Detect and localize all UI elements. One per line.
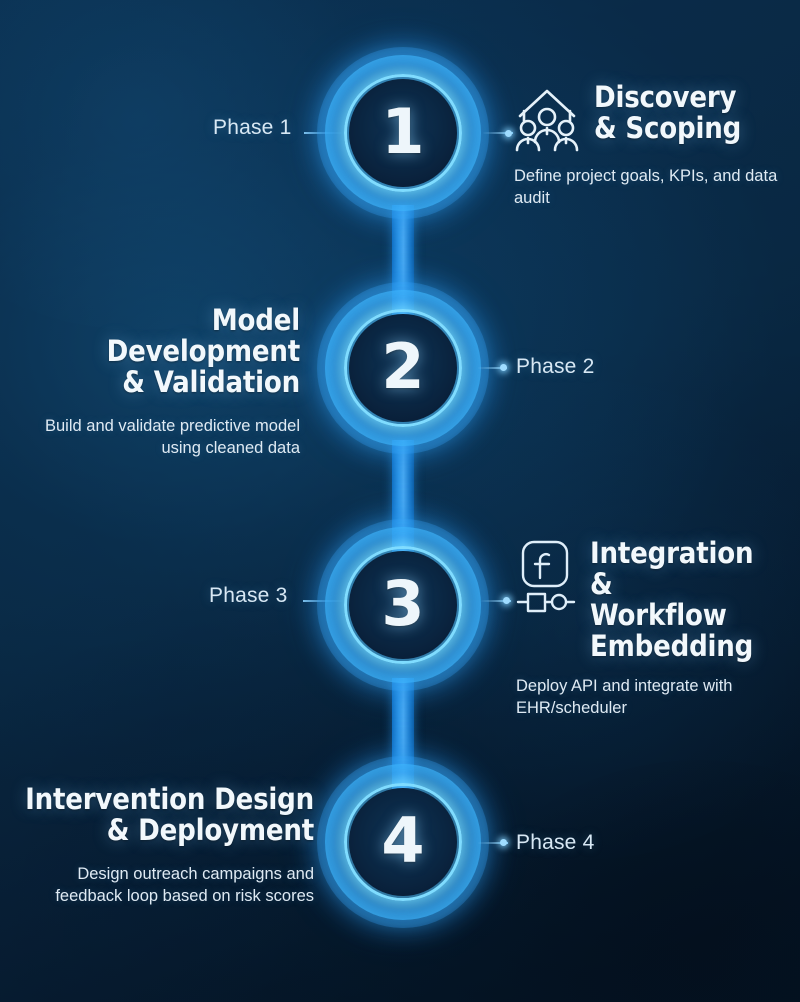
phase-title-line-3: Embedding (590, 629, 754, 664)
phase-content-1: Discovery & Scoping Define project goals… (514, 80, 786, 210)
phase-content-3: Integration & Workflow Embedding Deploy … (516, 536, 784, 720)
connector-phase-4 (478, 842, 508, 844)
connector-phase-1 (304, 132, 342, 134)
phase-description-4: Design outreach campaigns and feedback l… (55, 865, 314, 905)
phase-title-line-1: Intervention Design (25, 782, 314, 816)
phase-title-line-1: Integration & (590, 536, 754, 602)
phase-label-4: Phase 4 (516, 831, 595, 854)
phase-title-line-2: & Validation (122, 365, 300, 400)
node-core: 3 (349, 551, 457, 659)
node-number: 3 (381, 567, 425, 640)
connector-dot-4 (500, 839, 507, 846)
connector-dot-1 (505, 130, 512, 137)
connector-phase-3 (303, 600, 343, 602)
node-core: 1 (349, 79, 457, 187)
phase-description-3: Deploy API and integrate with EHR/schedu… (516, 677, 733, 717)
phase-node-3[interactable]: 3 (317, 519, 489, 691)
node-number: 4 (381, 804, 425, 877)
node-bright-ring (344, 309, 462, 427)
node-core: 2 (349, 314, 457, 422)
phase-title-1: Discovery & Scoping (594, 80, 742, 146)
phase-description-1: Define project goals, KPIs, and data aud… (514, 167, 778, 207)
node-bright-ring (344, 783, 462, 901)
node-bright-ring (344, 74, 462, 192)
phase-label-1: Phase 1 (213, 116, 292, 139)
node-core: 4 (349, 788, 457, 896)
phase-content-4: Intervention Design & Deployment Design … (18, 782, 314, 908)
phase-label-3: Phase 3 (209, 584, 288, 607)
phase-description-2: Build and validate predictive model usin… (45, 417, 300, 457)
connector-content-1 (483, 132, 513, 134)
phase-title-line-2: Workflow (590, 598, 727, 633)
node-bright-ring (344, 546, 462, 664)
phase-node-1[interactable]: 1 (317, 47, 489, 219)
phase-title-2: Model Development & Validation (22, 303, 301, 400)
function-workflow-node-icon (516, 538, 576, 614)
node-number: 2 (381, 330, 425, 403)
phase-content-2: Model Development & Validation Build and… (22, 303, 301, 460)
node-number: 1 (381, 95, 425, 168)
background-shadow-blob (470, 760, 800, 1002)
phase-node-2[interactable]: 2 (317, 282, 489, 454)
phase-title-3: Integration & Workflow Embedding (590, 536, 784, 664)
connector-dot-2 (500, 364, 507, 371)
connector-content-3 (481, 600, 511, 602)
people-under-roof-icon (514, 82, 580, 154)
phase-title-4: Intervention Design & Deployment (18, 782, 314, 848)
phase-title-line-2: & Scoping (594, 111, 742, 146)
phase-title-line-2: & Deployment (106, 813, 314, 848)
phase-label-2: Phase 2 (516, 355, 595, 378)
phase-title-line-1: Discovery (594, 80, 737, 114)
connector-phase-2 (478, 367, 507, 369)
phase-title-line-1: Model Development (106, 303, 301, 369)
phase-node-4[interactable]: 4 (317, 756, 489, 928)
connector-dot-3 (503, 597, 510, 604)
